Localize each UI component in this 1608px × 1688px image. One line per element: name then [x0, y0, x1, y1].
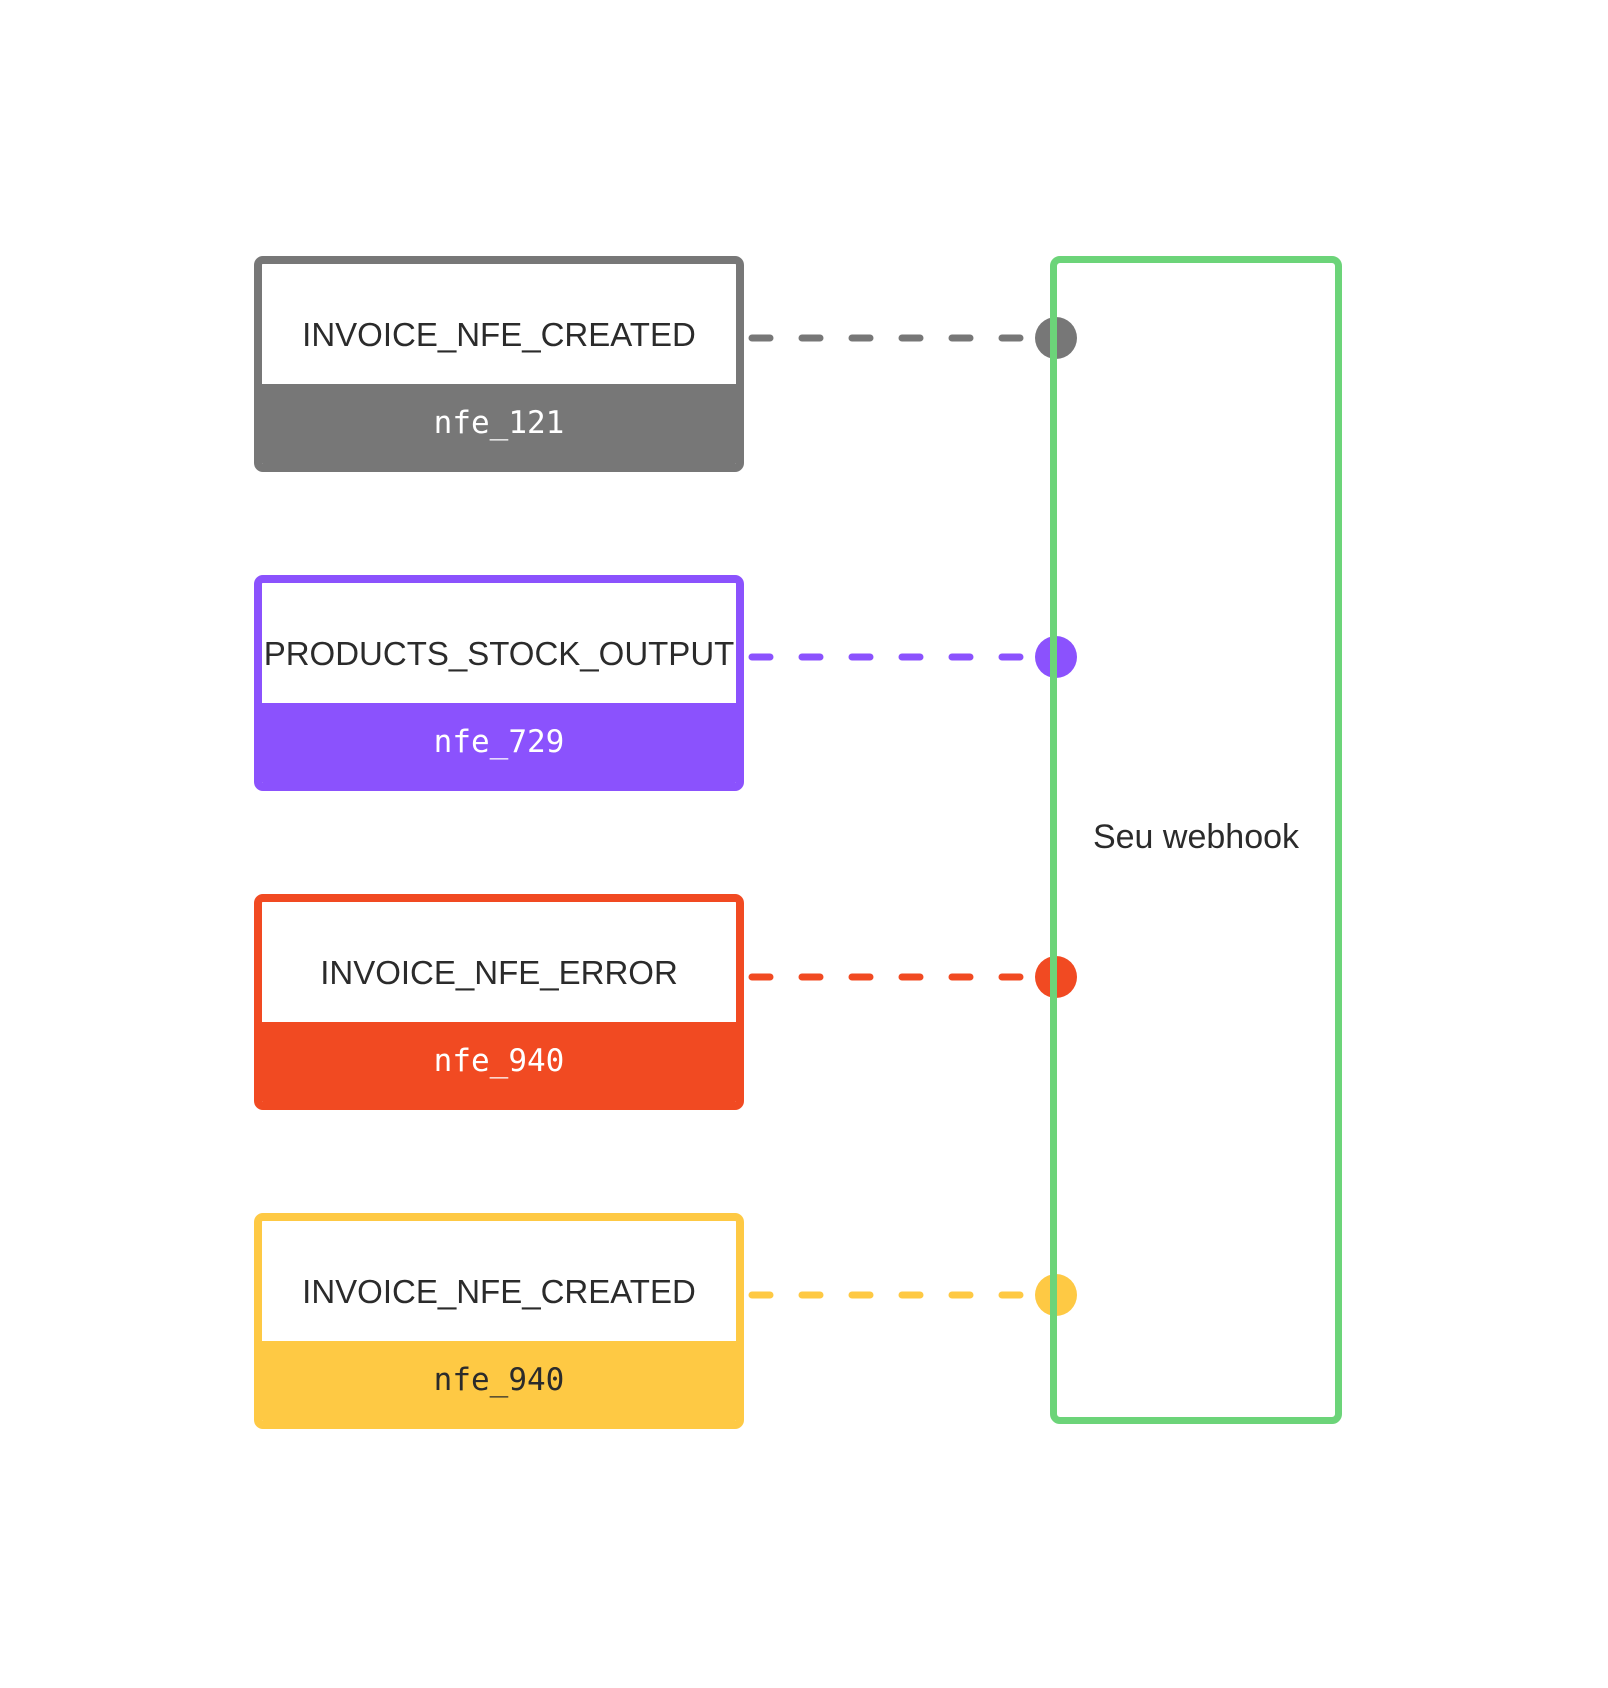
- connector-2: [748, 956, 1077, 998]
- connector-3: [748, 1274, 1077, 1316]
- webhook-label: Seu webhook: [1092, 818, 1300, 856]
- event-card-products-stock-output: PRODUCTS_STOCK_OUTPUT nfe_729: [254, 575, 744, 791]
- event-id-bar: nfe_121: [262, 384, 736, 464]
- event-id: nfe_940: [433, 1362, 565, 1398]
- connector-1: [748, 636, 1077, 678]
- event-name: PRODUCTS_STOCK_OUTPUT: [263, 635, 735, 672]
- event-id: nfe_940: [433, 1043, 565, 1079]
- connector-0: [748, 317, 1077, 359]
- event-name-area: INVOICE_NFE_CREATED: [262, 264, 736, 392]
- event-card-invoice-nfe-error: INVOICE_NFE_ERROR nfe_940: [254, 894, 744, 1110]
- event-id-bar: nfe_940: [262, 1341, 736, 1421]
- event-name-area: INVOICE_NFE_ERROR: [262, 902, 736, 1030]
- event-card-invoice-nfe-created-2: INVOICE_NFE_CREATED nfe_940: [254, 1213, 744, 1429]
- event-id-bar: nfe_940: [262, 1022, 736, 1102]
- webhook-box: [1050, 256, 1342, 1424]
- event-name-area: INVOICE_NFE_CREATED: [262, 1221, 736, 1349]
- event-name-area: PRODUCTS_STOCK_OUTPUT: [262, 583, 736, 711]
- event-name: INVOICE_NFE_CREATED: [302, 316, 696, 353]
- event-id: nfe_121: [433, 405, 565, 441]
- event-id-bar: nfe_729: [262, 703, 736, 783]
- event-name: INVOICE_NFE_ERROR: [320, 954, 678, 991]
- event-card-invoice-nfe-created: INVOICE_NFE_CREATED nfe_121: [254, 256, 744, 472]
- event-name: INVOICE_NFE_CREATED: [302, 1273, 696, 1310]
- event-id: nfe_729: [433, 724, 565, 760]
